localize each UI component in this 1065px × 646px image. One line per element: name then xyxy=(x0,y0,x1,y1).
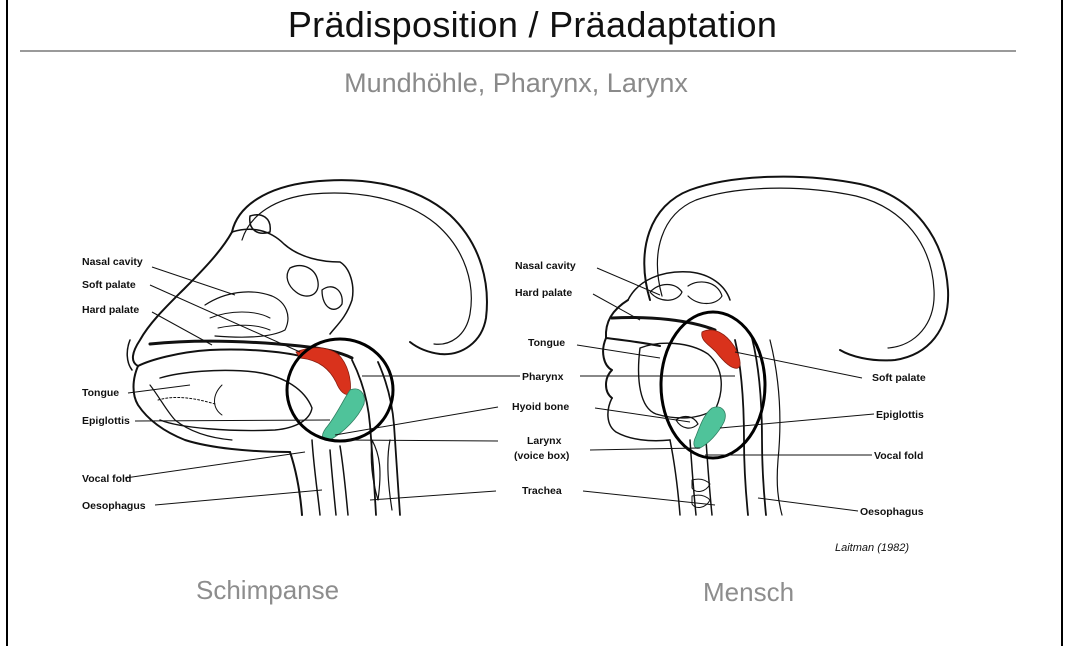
right-label-oesophagus: Oesophagus xyxy=(860,506,924,518)
left-label-hard-palate: Hard palate xyxy=(82,304,139,316)
right-label-epiglottis: Epiglottis xyxy=(876,409,924,421)
chimp-epiglottis-highlight xyxy=(323,389,365,440)
human-head-drawing xyxy=(603,177,948,515)
left-label-soft-palate: Soft palate xyxy=(82,279,136,291)
center-label-nasal-cavity: Nasal cavity xyxy=(515,260,576,272)
caption-chimpanzee: Schimpanse xyxy=(196,575,339,606)
caption-human: Mensch xyxy=(703,577,794,608)
chimp-head-drawing xyxy=(127,180,487,515)
left-label-vocal-fold: Vocal fold xyxy=(82,473,131,485)
center-label-voice-box: (voice box) xyxy=(514,450,569,462)
left-label-tongue: Tongue xyxy=(82,387,119,399)
right-label-vocal-fold: Vocal fold xyxy=(874,450,923,462)
center-label-hard-palate: Hard palate xyxy=(515,287,572,299)
center-label-tongue: Tongue xyxy=(528,337,565,349)
center-label-larynx: Larynx xyxy=(527,435,562,447)
human-soft-palate-highlight xyxy=(702,330,740,368)
right-label-soft-palate: Soft palate xyxy=(872,372,926,384)
center-label-hyoid-bone: Hyoid bone xyxy=(512,401,569,413)
left-label-nasal-cavity: Nasal cavity xyxy=(82,256,143,268)
left-label-epiglottis: Epiglottis xyxy=(82,415,130,427)
left-label-oesophagus: Oesophagus xyxy=(82,500,146,512)
citation: Laitman (1982) xyxy=(835,542,909,554)
center-label-trachea: Trachea xyxy=(522,485,562,497)
center-label-pharynx: Pharynx xyxy=(522,371,564,383)
